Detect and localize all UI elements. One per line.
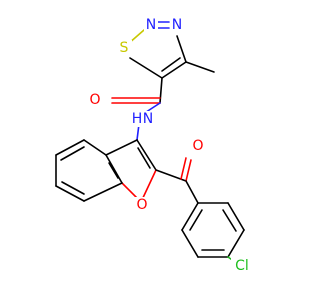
ketone-group — [155, 157, 199, 204]
bond-ketone-oxygen — [185, 159, 192, 182]
bond-n3-c4 — [176, 35, 187, 63]
bond-c7b-c7a — [83, 182, 123, 202]
bond-c3a-c7a-double — [108, 162, 119, 179]
bond-ph6-ph1 — [181, 202, 199, 231]
bond-c4-c5-double — [161, 57, 181, 72]
bond-ph3-ph4 — [227, 229, 245, 258]
amide-group — [111, 77, 163, 141]
bond-c5-s1 — [129, 57, 163, 79]
benzofuran-ring — [55, 139, 157, 203]
bond-c3-c2 — [136, 139, 157, 171]
bond-c3-c2-double — [137, 147, 151, 169]
thiadiazole-ring — [127, 21, 215, 79]
atom-labels: S N N O N H O O Cl — [88, 17, 253, 274]
bond-c6b-c7b — [55, 185, 85, 202]
atom-o-ketone: O — [192, 138, 203, 154]
atom-o-amide: O — [89, 92, 100, 108]
bond-ketone-oxygen-double — [180, 157, 187, 180]
bond-c3-c3a — [105, 139, 138, 156]
structure-drawing: S N N O N H O O Cl — [55, 17, 253, 274]
bond-ph2-ph3-double — [222, 209, 237, 232]
bond-c3a-c7a — [105, 154, 123, 184]
bond-c2-o1 — [140, 169, 157, 203]
atom-n2: N — [146, 17, 156, 33]
atom-n-amide: N — [143, 111, 153, 127]
bond-c4b-c5b-double — [60, 146, 85, 161]
bond-c5-carbonyl — [159, 77, 163, 104]
bond-ph5-ph6 — [181, 229, 199, 258]
bond-c4b-c5b — [55, 139, 85, 156]
atom-o-furan: O — [136, 197, 147, 213]
chlorophenyl-ring — [181, 202, 245, 265]
bond-c6b-c7b-double — [61, 181, 85, 195]
atom-n3: N — [172, 17, 182, 33]
bond-c4-methyl — [185, 61, 215, 73]
bond-ketone-phenyl — [185, 180, 199, 204]
atom-cl: Cl — [235, 258, 249, 274]
bond-ph2-ph3 — [227, 202, 245, 231]
atom-s1: S — [120, 40, 129, 56]
bond-c4-c5 — [161, 61, 187, 79]
bond-c3a-c4b — [83, 139, 107, 156]
atom-h-amide: H — [132, 111, 143, 127]
bond-ph6-ph1-double — [189, 209, 203, 231]
